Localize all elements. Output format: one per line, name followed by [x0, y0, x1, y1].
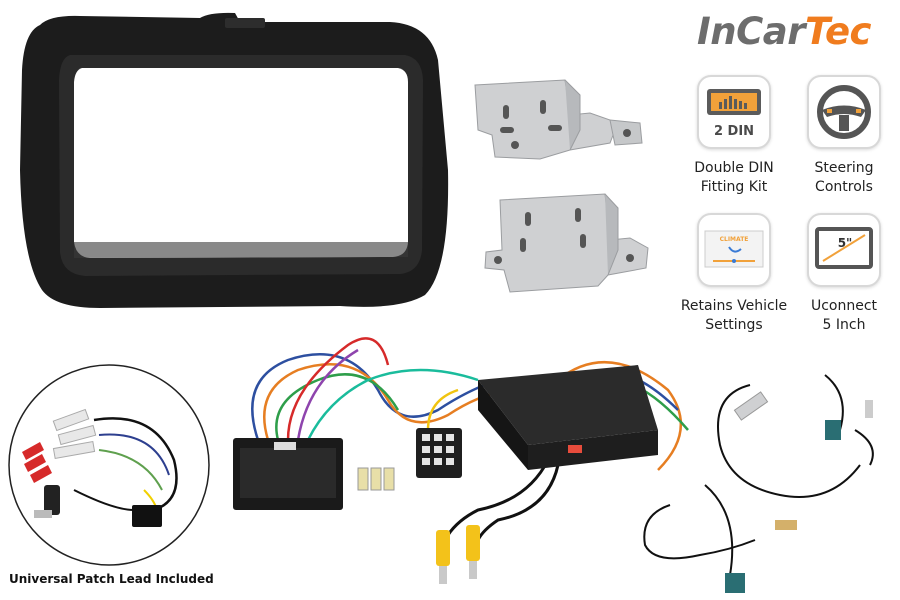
double-din-icon-text: 2 DIN — [714, 124, 754, 139]
double-din-icon: 2 DIN — [707, 89, 761, 139]
brand-logo: InCarTec — [697, 10, 871, 53]
double-din-feature-tile: 2 DIN — [697, 75, 771, 149]
steering-wheel-icon — [817, 85, 871, 139]
antenna-adapter-image — [643, 374, 874, 593]
mounting-bracket-bottom-image — [484, 193, 649, 293]
screen-size-icon-text: 5" — [838, 236, 853, 250]
patch-lead-image — [8, 364, 210, 566]
brand-logo-part1: InCar — [697, 10, 805, 53]
screen-size-feature-tile: 5" — [807, 213, 881, 287]
steering-feature-tile — [807, 75, 881, 149]
interface-harness-image — [233, 337, 689, 584]
brand-logo-part2: Tec — [804, 10, 872, 53]
climate-feature-tile: CLIMATE — [697, 213, 771, 287]
climate-settings-icon: CLIMATE — [704, 230, 764, 268]
fascia-frame-image — [20, 12, 449, 308]
mounting-bracket-top-image — [474, 79, 643, 160]
screen-size-icon: 5" — [815, 227, 873, 269]
patch-lead-caption: Universal Patch Lead Included — [9, 572, 214, 586]
climate-icon-text: CLIMATE — [720, 236, 749, 243]
